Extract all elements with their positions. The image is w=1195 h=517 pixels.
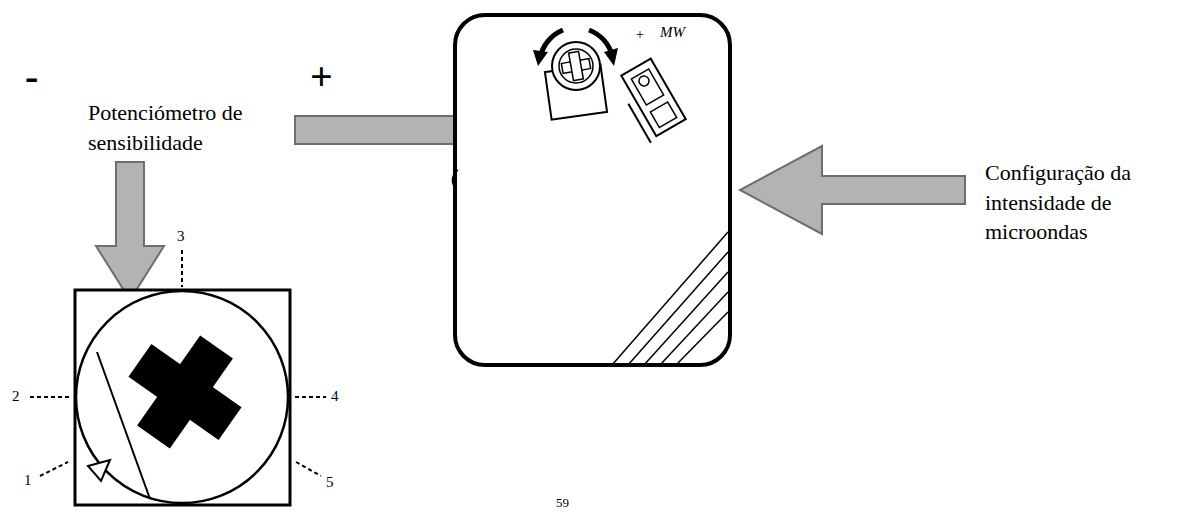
pot-cross-bar [569, 51, 584, 80]
position-number: 4 [331, 386, 339, 406]
switch-pin [628, 104, 651, 143]
trace-line [644, 272, 728, 365]
switch-label: MW [660, 22, 685, 42]
potentiometer [533, 30, 618, 120]
direction-sign: - [25, 50, 38, 104]
turn-arrowhead [604, 48, 618, 66]
polarity-mark: + [636, 26, 644, 45]
switch-screw [637, 74, 651, 88]
mw-switch [614, 59, 687, 143]
trace-line [660, 292, 728, 365]
tick-line [40, 462, 68, 476]
trace-line [628, 252, 728, 365]
trace-line [612, 232, 728, 365]
pot-cross [560, 50, 592, 82]
board-panel [455, 15, 730, 365]
tick-line [30, 396, 70, 398]
switch-body [621, 59, 685, 137]
position-number: 5 [326, 472, 334, 492]
position-number: 3 [177, 226, 185, 246]
part-label: Configuração da intensidade de microonda… [985, 158, 1190, 247]
dial-flat [97, 352, 150, 499]
pointer-arrow [740, 146, 965, 234]
page-number: 59 [556, 494, 569, 512]
wire [452, 170, 458, 190]
dial-marker [88, 460, 110, 481]
tick-line [296, 462, 321, 476]
turn-arrowhead [533, 50, 548, 66]
trace-line [676, 312, 728, 365]
dial-circle [76, 291, 288, 503]
position-number: 2 [12, 386, 20, 406]
direction-sign: + [310, 50, 333, 104]
position-ticks [30, 250, 326, 476]
tick-line [181, 250, 183, 287]
pot-knob [552, 42, 600, 90]
tick-line [295, 396, 326, 398]
switch-base [650, 102, 676, 128]
part-label: Potenciómetro de sensibilidade [88, 98, 273, 157]
switch-lever [631, 69, 663, 105]
pointer-arrow [96, 162, 164, 300]
dial-frame [75, 290, 290, 505]
cross-slot-bar [137, 335, 233, 448]
board-traces [612, 232, 728, 365]
pot-knob-ring [559, 49, 593, 83]
position-number: 1 [24, 470, 32, 490]
